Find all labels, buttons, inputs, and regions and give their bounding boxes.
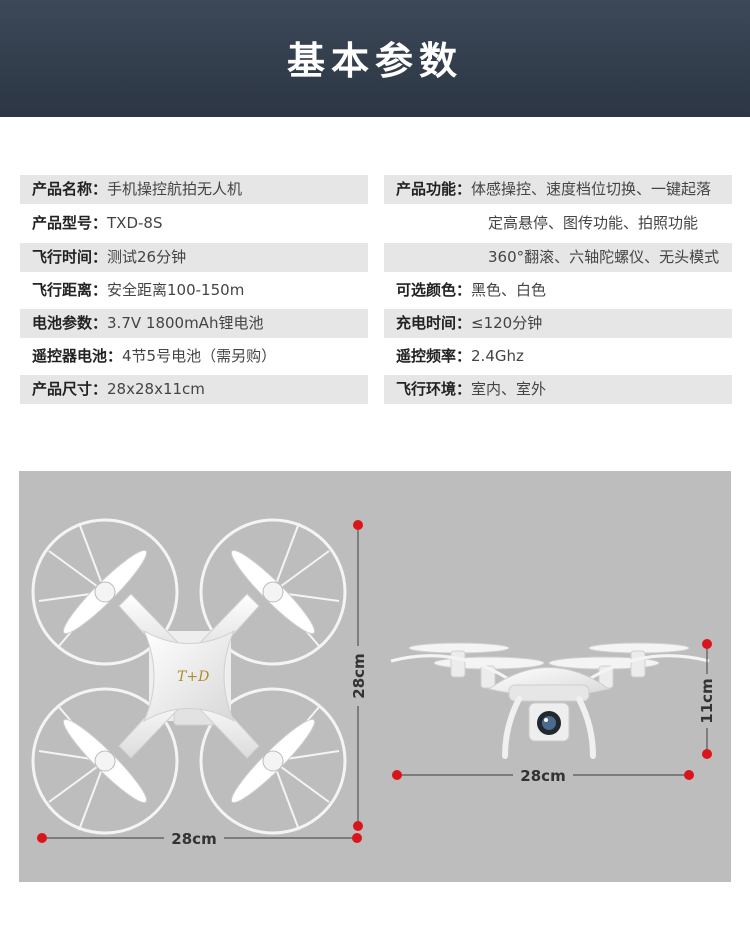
spec-row-size: 产品尺寸：28x28x11cm bbox=[20, 375, 368, 404]
spec-row-remote-battery: 遥控器电池：4节5号电池（需另购） bbox=[20, 342, 368, 371]
spec-value: 黑色、白色 bbox=[471, 281, 547, 299]
spec-row-name: 产品名称：手机操控航拍无人机 bbox=[20, 175, 368, 204]
spec-label: 产品尺寸： bbox=[32, 380, 108, 398]
spec-value: 室内、室外 bbox=[471, 380, 547, 398]
dimension-marker-top-width: 28cm bbox=[37, 827, 362, 849]
spec-label: 充电时间： bbox=[396, 314, 472, 332]
dimension-label: 28cm bbox=[171, 830, 216, 848]
spec-value: 定高悬停、图传功能、拍照功能 bbox=[488, 214, 699, 232]
spec-label: 飞行时间： bbox=[32, 248, 108, 266]
spec-row-model: 产品型号：TXD-8S bbox=[20, 209, 368, 238]
spec-row-colors: 可选颜色：黑色、白色 bbox=[384, 276, 732, 305]
spec-row-function-cont: 360°翻滚、六轴陀螺仪、无头模式 bbox=[384, 243, 732, 272]
spec-value: 28x28x11cm bbox=[107, 380, 205, 398]
spec-value: ≤120分钟 bbox=[471, 314, 543, 332]
spec-label: 产品型号： bbox=[32, 214, 108, 232]
spec-row-charge-time: 充电时间：≤120分钟 bbox=[384, 309, 732, 338]
dimension-marker-side-height: 11cm bbox=[696, 639, 718, 759]
spec-label: 电池参数： bbox=[32, 314, 108, 332]
spec-value: 360°翻滚、六轴陀螺仪、无头模式 bbox=[488, 248, 720, 266]
spec-value: 体感操控、速度档位切换、一键起落 bbox=[471, 180, 712, 198]
spec-value: 手机操控航拍无人机 bbox=[107, 180, 243, 198]
drone-top-view: T+D bbox=[31, 518, 347, 835]
spec-label: 可选颜色： bbox=[396, 281, 472, 299]
spec-value: 3.7V 1800mAh锂电池 bbox=[107, 314, 264, 332]
brand-logo: T+D bbox=[177, 669, 209, 685]
spec-label: 产品功能： bbox=[396, 180, 472, 198]
spec-value: TXD-8S bbox=[107, 214, 163, 232]
spec-value: 2.4Ghz bbox=[471, 347, 524, 365]
dimension-marker-side-width: 28cm bbox=[392, 764, 694, 786]
spec-row-frequency: 遥控频率：2.4Ghz bbox=[384, 342, 732, 371]
spec-row-function: 产品功能：体感操控、速度档位切换、一键起落 bbox=[384, 175, 732, 204]
spec-row-flight-time: 飞行时间：测试26分钟 bbox=[20, 243, 368, 272]
spec-row-battery: 电池参数：3.7V 1800mAh锂电池 bbox=[20, 309, 368, 338]
spec-label: 飞行距离： bbox=[32, 281, 108, 299]
header-banner: 基本参数 bbox=[0, 0, 750, 117]
spec-label: 产品名称： bbox=[32, 180, 108, 198]
dimension-label: 11cm bbox=[698, 678, 716, 723]
spec-label: 遥控器电池： bbox=[32, 347, 123, 365]
spec-row-function-cont: 定高悬停、图传功能、拍照功能 bbox=[384, 209, 750, 238]
dimension-marker-top-depth: 28cm bbox=[347, 520, 369, 831]
spec-label: 遥控频率： bbox=[396, 347, 472, 365]
spec-label: 飞行环境： bbox=[396, 380, 472, 398]
dimension-label: 28cm bbox=[520, 767, 565, 785]
spec-value: 安全距离100-150m bbox=[107, 281, 245, 299]
page-title: 基本参数 bbox=[286, 39, 463, 83]
spec-value: 4节5号电池（需另购） bbox=[122, 347, 277, 365]
spec-value: 测试26分钟 bbox=[107, 248, 187, 266]
spec-row-flight-distance: 飞行距离：安全距离100-150m bbox=[20, 276, 368, 305]
drone-side-view bbox=[390, 642, 710, 759]
dimension-label: 28cm bbox=[350, 653, 368, 698]
product-dimension-panel: T+D 28cm 28cm bbox=[19, 471, 731, 882]
dimension-illustration: T+D 28cm 28cm bbox=[31, 518, 718, 849]
spec-row-environment: 飞行环境：室内、室外 bbox=[384, 375, 732, 404]
